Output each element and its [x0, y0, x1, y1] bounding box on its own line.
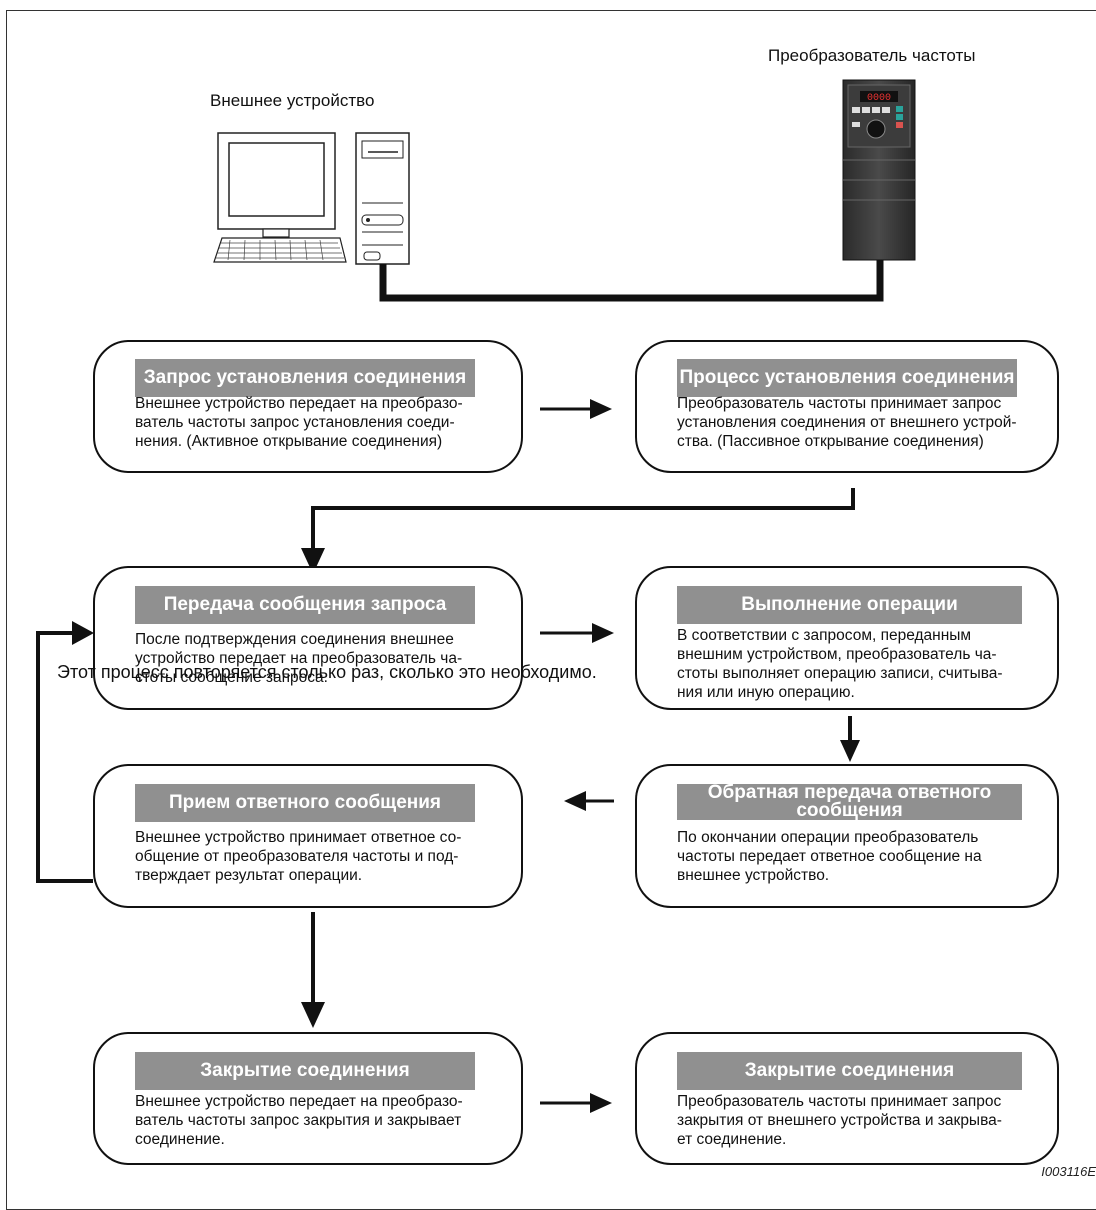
text-line: тверждает результат операции. [135, 867, 363, 884]
connect-request-box: Запрос установления соединения Внешнее у… [93, 340, 523, 473]
text-line: Преобразователь частоты принимает запрос [677, 1093, 1002, 1110]
keyboard-icon [213, 237, 347, 263]
text-line: ния или иную операцию. [677, 684, 855, 701]
text-line: частоты передает ответное сообщение на [677, 848, 982, 865]
connect-process-text: Преобразователь частоты принимает запрос… [677, 394, 1017, 451]
text-line: Преобразователь частоты принимает запрос [677, 395, 1002, 412]
connect-process-box: Процесс установления соединения Преобраз… [635, 340, 1059, 473]
close-external-title: Закрытие соединения [135, 1052, 475, 1090]
close-inverter-box: Закрытие соединения Преобразователь част… [635, 1032, 1059, 1165]
text-line: Внешнее устройство передает на преобразо… [135, 395, 463, 412]
figure-code: I003116E [1041, 1164, 1096, 1179]
connect-request-title: Запрос установления соединения [135, 359, 475, 397]
text-line: соединение. [135, 1131, 225, 1148]
text-line: нения. (Активное открывание соединения) [135, 433, 443, 450]
close-inverter-title: Закрытие соединения [677, 1052, 1022, 1090]
text-line: После подтверждения соединения внешнее [135, 631, 454, 648]
external-device-label: Внешнее устройство [210, 91, 375, 110]
repeat-note: Этот процесс повторяется столько раз, ск… [57, 662, 597, 682]
execute-title: Выполнение операции [677, 586, 1022, 624]
close-external-text: Внешнее устройство передает на преобразо… [135, 1092, 463, 1149]
text-line: ватель частоты запрос закрытия и закрыва… [135, 1112, 462, 1129]
text-line: Внешнее устройство принимает ответное со… [135, 829, 462, 846]
text-line: стоты сообщение запроса. [135, 669, 328, 686]
text-line: Внешнее устройство передает на преобразо… [135, 1093, 463, 1110]
text-line: ет соединение. [677, 1131, 787, 1148]
send-response-box: Обратная передача ответного сообщения По… [635, 764, 1059, 908]
close-inverter-text: Преобразователь частоты принимает запрос… [677, 1092, 1002, 1149]
text-line: внешним устройством, преобразователь ча- [677, 646, 997, 663]
monitor-icon [217, 132, 336, 238]
inverter-icon [842, 79, 916, 261]
receive-response-text: Внешнее устройство принимает ответное со… [135, 828, 461, 885]
computer-tower-icon [355, 132, 410, 265]
network-cable [379, 260, 884, 302]
inverter-label: Преобразователь частоты [768, 46, 976, 65]
receive-response-box: Прием ответного сообщения Внешнее устрой… [93, 764, 523, 908]
send-response-title: Обратная передача ответного сообщения [677, 783, 1022, 820]
connect-request-text: Внешнее устройство передает на преобразо… [135, 394, 463, 451]
text-line: стоты выполняет операцию записи, считыва… [677, 665, 1003, 682]
text-line: ства. (Пассивное открывание соединения) [677, 433, 984, 450]
text-line: В соответствии с запросом, переданным [677, 627, 972, 644]
execute-text: В соответствии с запросом, переданным вн… [677, 626, 1003, 702]
receive-response-title: Прием ответного сообщения [135, 784, 475, 822]
close-external-box: Закрытие соединения Внешнее устройство п… [93, 1032, 523, 1165]
send-request-title: Передача сообщения запроса [135, 586, 475, 624]
text-line: установления соединения от внешнего устр… [677, 414, 1017, 431]
execute-box: Выполнение операции В соответствии с зап… [635, 566, 1059, 710]
connect-process-title: Процесс установления соединения [677, 359, 1017, 397]
send-request-text: После подтверждения соединения внешнее у… [135, 630, 462, 687]
text-line: устройство передает на преобразователь ч… [135, 650, 463, 667]
send-request-box: Передача сообщения запроса После подтвер… [93, 566, 523, 710]
text-line: закрытия от внешнего устройства и закрыв… [677, 1112, 1002, 1129]
text-line: По окончании операции преобразователь [677, 829, 979, 846]
text-line: внешнее устройство. [677, 867, 830, 884]
inverter-display-text: 0000 [867, 93, 891, 104]
send-response-text: По окончании операции преобразователь ча… [677, 828, 982, 885]
text-line: ватель частоты запрос установления соеди… [135, 414, 455, 431]
text-line: общение от преобразователя частоты и под… [135, 848, 459, 865]
